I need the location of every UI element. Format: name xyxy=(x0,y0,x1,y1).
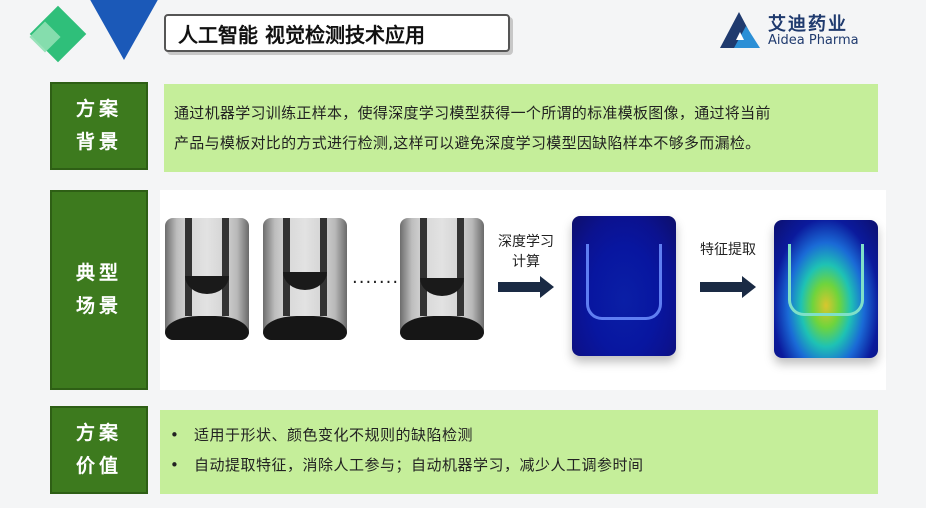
vial-image xyxy=(165,218,249,340)
section-label-scenario: 典型 场景 xyxy=(50,190,148,390)
slide-title: 人工智能 视觉检测技术应用 xyxy=(164,14,510,52)
arrow-right-icon xyxy=(700,276,756,298)
heatmap-image xyxy=(572,216,676,356)
arrow-label-line: 计算 xyxy=(512,254,540,270)
label-line: 背景 xyxy=(75,131,122,153)
label-line: 方案 xyxy=(75,97,122,120)
background-text-panel: 通过机器学习训练正样本，使得深度学习模型获得一个所谓的标准模板图像，通过将当前 … xyxy=(164,84,878,172)
logo-mark-icon xyxy=(720,12,760,48)
decor-blue-triangle xyxy=(88,0,160,60)
list-item: • 自动提取特征，消除人工参与；自动机器学习，减少人工调参时间 xyxy=(170,450,878,480)
label-line: 场景 xyxy=(75,295,122,317)
arrow-right-icon xyxy=(498,276,554,298)
bullet-icon: • xyxy=(170,426,180,444)
label-line: 价值 xyxy=(75,455,122,477)
section-label-value: 方案 价值 xyxy=(50,406,148,494)
value-item-text: 适用于形状、颜色变化不规则的缺陷检测 xyxy=(194,426,474,444)
ellipsis-dots: ······· xyxy=(352,272,400,293)
vial-image xyxy=(400,218,484,340)
heatmap-image xyxy=(774,220,878,358)
value-item-text: 自动提取特征，消除人工参与；自动机器学习，减少人工调参时间 xyxy=(194,456,644,474)
label-line: 方案 xyxy=(75,421,122,444)
list-item: • 适用于形状、颜色变化不规则的缺陷检测 xyxy=(170,420,878,450)
bullet-icon: • xyxy=(170,456,180,474)
background-text-line: 产品与模板对比的方式进行检测,这样可以避免深度学习模型因缺陷样本不够多而漏检。 xyxy=(174,134,761,152)
background-text-line: 通过机器学习训练正样本，使得深度学习模型获得一个所谓的标准模板图像，通过将当前 xyxy=(174,104,771,122)
feature-extraction-label: 特征提取 xyxy=(700,242,756,258)
arrow-label-line: 深度学习 xyxy=(498,234,554,250)
company-logo: 艾迪药业 Aidea Pharma xyxy=(716,10,876,52)
logo-chinese-name: 艾迪药业 xyxy=(768,14,848,35)
logo-english-name: Aidea Pharma xyxy=(768,33,859,48)
deep-learning-label: 深度学习 计算 xyxy=(490,232,562,272)
value-panel: • 适用于形状、颜色变化不规则的缺陷检测 • 自动提取特征，消除人工参与；自动机器学… xyxy=(160,410,878,494)
vial-image xyxy=(263,218,347,340)
section-label-background: 方案 背景 xyxy=(50,82,148,170)
value-list: • 适用于形状、颜色变化不规则的缺陷检测 • 自动提取特征，消除人工参与；自动机器学… xyxy=(160,410,878,480)
label-line: 典型 xyxy=(75,261,122,284)
